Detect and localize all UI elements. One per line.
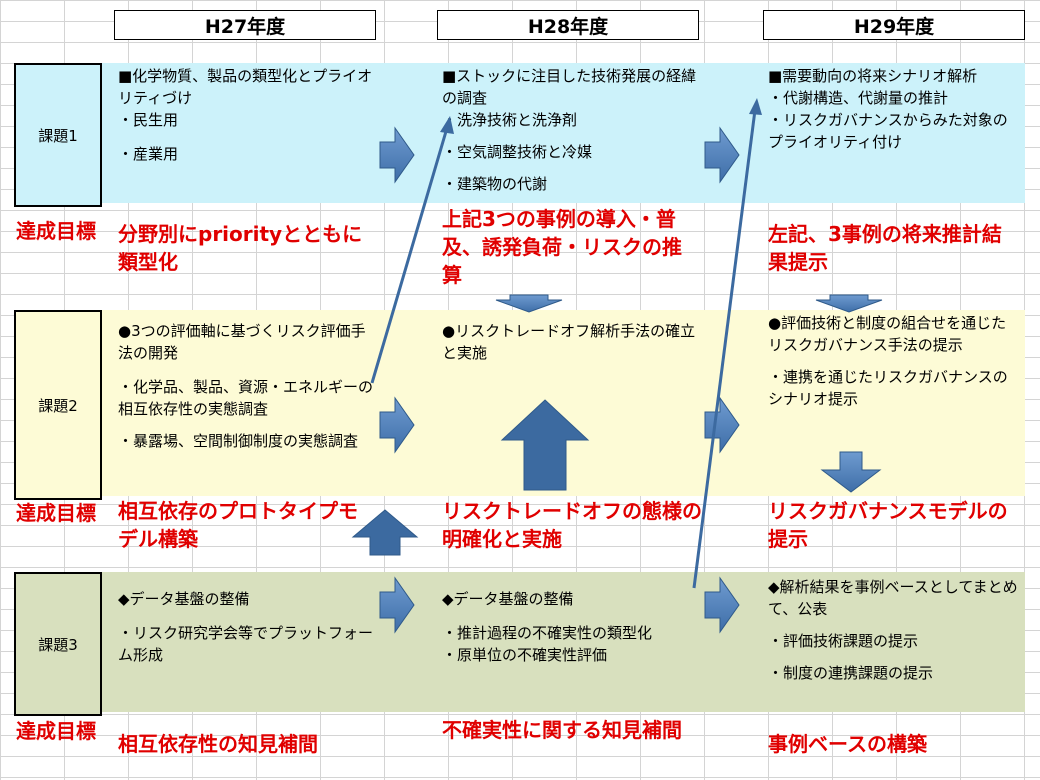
row2-h27-heading: ●3つの評価軸に基づくリスク評価手法の開発 — [118, 322, 366, 362]
row2-h29-target: リスクガバナンスモデルの提示 — [768, 499, 1008, 551]
row1-h27-cell: ■化学物質、製品の類型化とプライオリティづけ ・民生用 ・産業用 — [118, 65, 380, 165]
row2-h29-cell: ●評価技術と制度の組合せを通じたリスクガバナンス手法の提示 ・連携を通じたリスク… — [768, 312, 1018, 410]
row1-h28-item: ・建築物の代謝 — [442, 175, 548, 193]
row1-h27-item: ・民生用 — [118, 111, 179, 129]
up-arrow-icon — [351, 509, 419, 556]
row1-h28-cell: ■ストックに注目した技術発展の経緯の調査 ・洗浄技術と洗浄剤 ・空気調整技術と冷… — [442, 65, 704, 195]
row1-h27-target: 分野別にpriorityとともに類型化 — [118, 222, 363, 274]
row3-h29-heading: ◆解析結果を事例ベースとしてまとめて、公表 — [768, 578, 1018, 618]
target-label-3: 達成目標 — [16, 719, 96, 743]
row2-h29-heading: ●評価技術と制度の組合せを通じたリスクガバナンス手法の提示 — [768, 314, 1007, 354]
row1-h29-item: ・代謝構造、代謝量の推計 — [768, 89, 949, 107]
target-label-1: 達成目標 — [16, 219, 96, 243]
down-arrow-icon — [820, 451, 882, 493]
year-header-h29: H29年度 — [763, 10, 1025, 40]
row3-h29-cell: ◆解析結果を事例ベースとしてまとめて、公表 ・評価技術課題の提示 ・制度の連携課… — [768, 576, 1020, 684]
right-arrow-icon — [704, 396, 740, 454]
right-arrow-icon — [379, 126, 415, 184]
row3-h28-cell: ◆データ基盤の整備 ・推計過程の不確実性の類型化 ・原単位の不確実性評価 — [442, 588, 704, 666]
row1-h29-target: 左記、3事例の将来推計結果提示 — [768, 222, 1002, 274]
right-arrow-icon — [704, 126, 740, 184]
row1-h28-item: ・空気調整技術と冷媒 — [442, 143, 593, 161]
row3-h28-item: ・推計過程の不確実性の類型化 — [442, 624, 653, 642]
row3-h27-item: ・リスク研究学会等でプラットフォーム形成 — [118, 624, 374, 664]
right-arrow-icon — [379, 396, 415, 454]
row2-h28-heading: ●リスクトレードオフ解析手法の確立と実施 — [442, 322, 696, 362]
target-label-2: 達成目標 — [16, 501, 96, 525]
row1-h28-item: ・洗浄技術と洗浄剤 — [442, 111, 578, 129]
row3-h27-target: 相互依存性の知見補間 — [118, 732, 318, 756]
row1-h28-heading: ■ストックに注目した技術発展の経緯の調査 — [442, 67, 697, 107]
row2-h27-target: 相互依存のプロトタイプモデル構築 — [118, 499, 358, 551]
row3-h28-item: ・原単位の不確実性評価 — [442, 646, 608, 664]
task1-band — [100, 63, 1025, 203]
down-arrow-icon — [495, 294, 563, 313]
row3-h29-item: ・制度の連携課題の提示 — [768, 664, 934, 682]
row1-h29-item: ・リスクガバナンスからみた対象のプライオリティ付け — [768, 111, 1008, 151]
year-header-h27: H27年度 — [114, 10, 376, 40]
right-arrow-icon — [704, 576, 740, 634]
task2-label: 課題2 — [14, 310, 102, 500]
down-arrow-icon — [815, 294, 883, 313]
row1-h28-target: 上記3つの事例の導入・普及、誘発負荷・リスクの推算 — [442, 207, 682, 287]
row2-h27-item: ・暴露場、空間制御制度の実態調査 — [118, 432, 359, 450]
row2-h27-cell: ●3つの評価軸に基づくリスク評価手法の開発 ・化学品、製品、資源・エネルギーの相… — [118, 320, 380, 452]
row3-h28-heading: ◆データ基盤の整備 — [442, 590, 574, 608]
diagonal-arrow-line — [692, 109, 757, 589]
row1-h27-heading: ■化学物質、製品の類型化とプライオリティづけ — [118, 67, 373, 107]
arrowhead-icon — [749, 98, 762, 115]
task3-label: 課題3 — [14, 572, 102, 716]
diagonal-arrow-line — [370, 127, 449, 384]
row2-h27-item: ・化学品、製品、資源・エネルギーの相互依存性の実態調査 — [118, 378, 374, 418]
row2-h29-item: ・連携を通じたリスクガバナンスのシナリオ提示 — [768, 368, 1008, 408]
task1-label: 課題1 — [14, 63, 102, 207]
row2-h28-target: リスクトレードオフの態様の明確化と実施 — [442, 499, 702, 551]
row3-h29-item: ・評価技術課題の提示 — [768, 632, 919, 650]
row1-h27-item: ・産業用 — [118, 145, 179, 163]
row1-h29-cell: ■需要動向の将来シナリオ解析 ・代謝構造、代謝量の推計 ・リスクガバナンスからみ… — [768, 65, 1018, 153]
arrowhead-icon — [440, 116, 454, 134]
row1-h29-heading: ■需要動向の将来シナリオ解析 — [768, 67, 978, 85]
year-header-h28: H28年度 — [437, 10, 699, 40]
task3-band — [100, 572, 1025, 712]
up-arrow-icon — [500, 399, 590, 491]
row3-h28-target: 不確実性に関する知見補間 — [442, 718, 682, 742]
right-arrow-icon — [379, 576, 415, 634]
row3-h29-target: 事例ベースの構築 — [768, 732, 927, 756]
row2-h28-cell: ●リスクトレードオフ解析手法の確立と実施 — [442, 320, 704, 364]
row3-h27-heading: ◆データ基盤の整備 — [118, 590, 250, 608]
row3-h27-cell: ◆データ基盤の整備 ・リスク研究学会等でプラットフォーム形成 — [118, 588, 380, 666]
